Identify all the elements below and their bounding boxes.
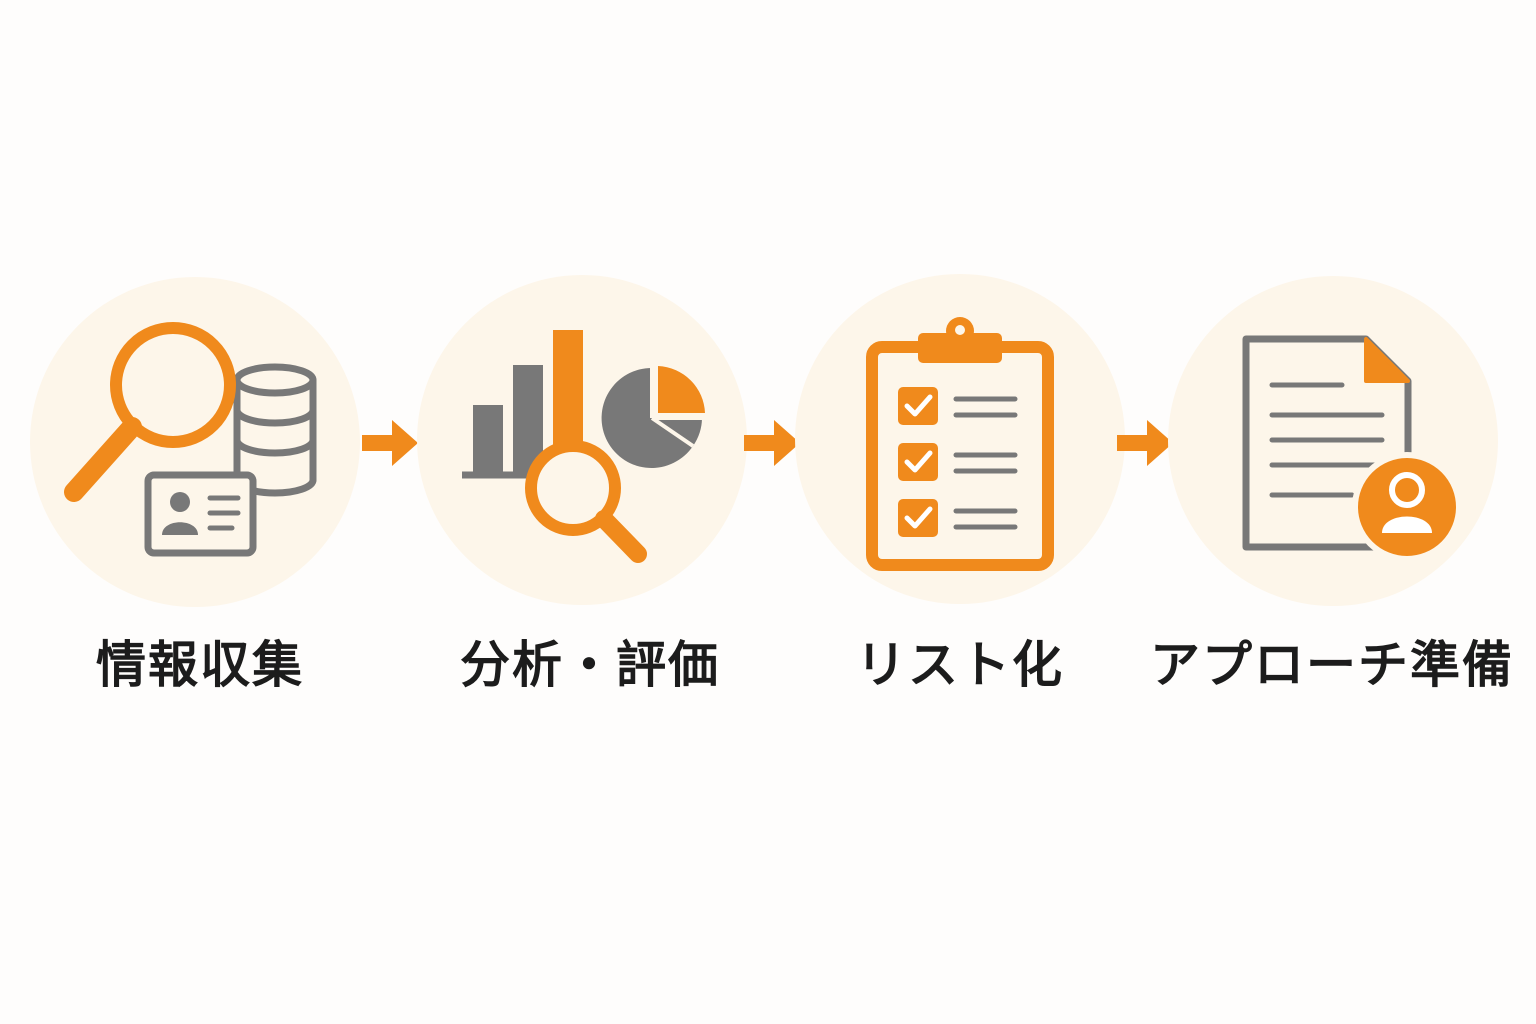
step-1-label: 情報収集 bbox=[96, 636, 304, 694]
chart-magnifier-icon bbox=[462, 330, 705, 563]
checklist-row bbox=[898, 499, 1018, 537]
user-badge-icon bbox=[1352, 452, 1462, 562]
checklist-row bbox=[898, 387, 1018, 425]
clipboard-clip bbox=[918, 317, 1002, 363]
chart-bar bbox=[473, 405, 503, 475]
arrow-right-icon bbox=[744, 420, 800, 466]
step-3-label: リスト化 bbox=[856, 636, 1064, 694]
magnifier-icon bbox=[525, 440, 647, 563]
step-2-label: 分析・評価 bbox=[460, 636, 720, 694]
id-card-icon bbox=[144, 471, 257, 557]
magnifier-icon bbox=[64, 322, 236, 502]
arrow-right-icon bbox=[362, 420, 418, 466]
pie-chart-icon bbox=[601, 366, 705, 468]
arrow-right-icon bbox=[1117, 420, 1173, 466]
checklist-row bbox=[898, 443, 1018, 481]
step-4-label: アプローチ準備 bbox=[1150, 636, 1514, 694]
magnifier-database-id-card-icon bbox=[64, 322, 317, 557]
clipboard-checklist-icon bbox=[866, 317, 1054, 571]
document-user-icon bbox=[1242, 335, 1462, 562]
